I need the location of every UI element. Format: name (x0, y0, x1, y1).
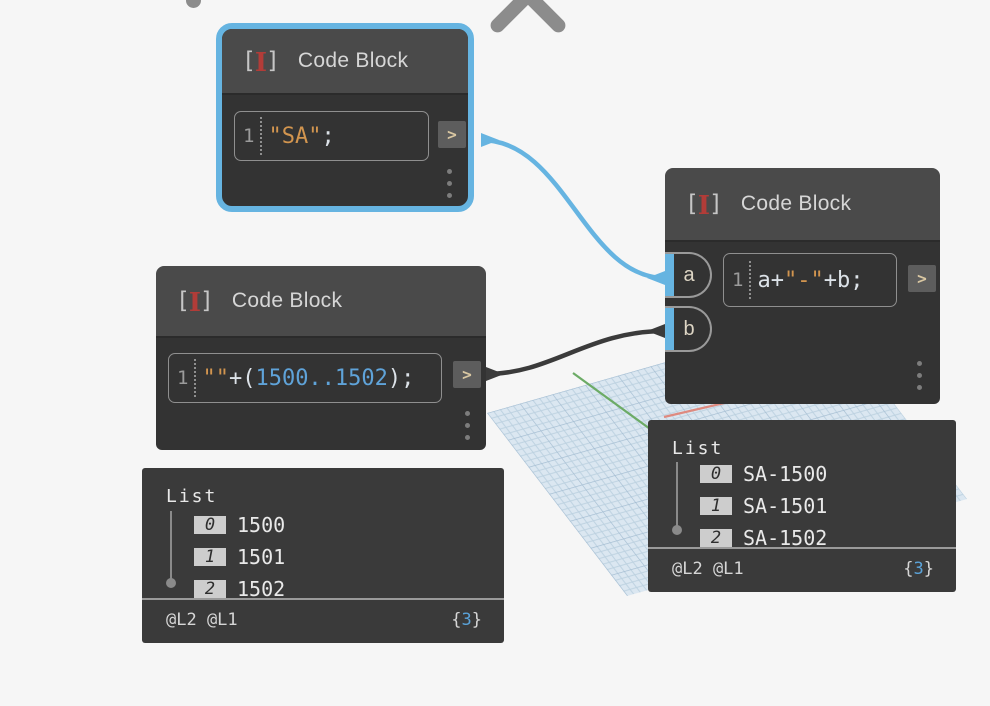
gutter-divider (260, 117, 263, 155)
node-code-block-3[interactable]: [I] Code Block 1""+(1500..1502); > (156, 266, 486, 450)
list-item: 0 1500 (194, 513, 285, 537)
item-count-badge: {3} (903, 559, 934, 579)
preview-footer: @L2 @L1 {3} (648, 547, 956, 592)
port-connector[interactable] (665, 308, 674, 350)
item-value: SA-1501 (743, 494, 828, 518)
code-block-icon: [I] (242, 48, 280, 78)
item-value: 1502 (237, 577, 286, 601)
item-count-badge: {3} (451, 610, 482, 630)
node-title: Code Block (231, 289, 343, 312)
item-index: 2 (194, 580, 226, 598)
preview-bubble-list-numbers[interactable]: List 0 1500 1 1501 2 1502 @L2 @L1 {3} (142, 468, 504, 643)
node-header[interactable]: [I] Code Block (222, 29, 468, 95)
item-index: 0 (194, 516, 226, 534)
code-editor[interactable]: 1"SA"; (234, 111, 429, 161)
resize-grip[interactable] (447, 169, 452, 198)
preview-bubble-list-strings[interactable]: List 0 SA-1500 1 SA-1501 2 SA-1502 @L2 @… (648, 420, 956, 592)
lacing-levels[interactable]: @L2 @L1 (672, 559, 744, 579)
item-value: 1501 (237, 545, 286, 569)
input-port-a[interactable]: a (665, 252, 712, 298)
input-port-b[interactable]: b (665, 306, 712, 352)
output-port[interactable]: > (453, 361, 481, 388)
list-item: 1 1501 (194, 545, 285, 569)
list-item: 1 SA-1501 (700, 494, 827, 518)
item-index: 1 (194, 548, 226, 566)
port-connector[interactable] (665, 254, 674, 296)
preview-footer: @L2 @L1 {3} (142, 598, 504, 643)
resize-grip[interactable] (917, 361, 922, 390)
output-port[interactable]: > (908, 265, 936, 292)
node-header[interactable]: [I] Code Block (665, 168, 940, 242)
list-item: 0 SA-1500 (700, 462, 827, 486)
code-editor[interactable]: 1""+(1500..1502); (168, 353, 442, 403)
tree-line (676, 462, 678, 528)
gutter-divider (194, 359, 197, 397)
tree-line (170, 511, 172, 581)
line-number: 1 (732, 269, 744, 291)
item-index: 1 (700, 497, 732, 515)
item-value: 1500 (237, 513, 286, 537)
output-port[interactable]: > (438, 121, 466, 148)
tree-dot (672, 525, 682, 535)
tree-dot (166, 578, 176, 588)
item-value: SA-1500 (743, 462, 828, 486)
resize-grip[interactable] (465, 411, 470, 440)
node-code-block-1[interactable]: [I] Code Block 1"SA"; > (216, 23, 474, 212)
gutter-divider (749, 261, 752, 299)
wire-dark[interactable] (485, 324, 666, 381)
decoration-dot (186, 0, 201, 8)
list-item: 2 1502 (194, 577, 285, 601)
item-index: 2 (700, 529, 732, 547)
node-header[interactable]: [I] Code Block (156, 266, 486, 338)
code-block-icon: [I] (176, 288, 214, 318)
preview-title: List (166, 486, 218, 507)
wire-blue[interactable] (480, 133, 666, 285)
line-number: 1 (243, 125, 255, 147)
line-number: 1 (177, 367, 189, 389)
preview-title: List (672, 438, 724, 459)
node-title: Code Block (297, 49, 409, 72)
item-index: 0 (700, 465, 732, 483)
lacing-levels[interactable]: @L2 @L1 (166, 610, 238, 630)
node-title: Code Block (740, 192, 852, 215)
code-block-icon: [I] (685, 191, 723, 221)
